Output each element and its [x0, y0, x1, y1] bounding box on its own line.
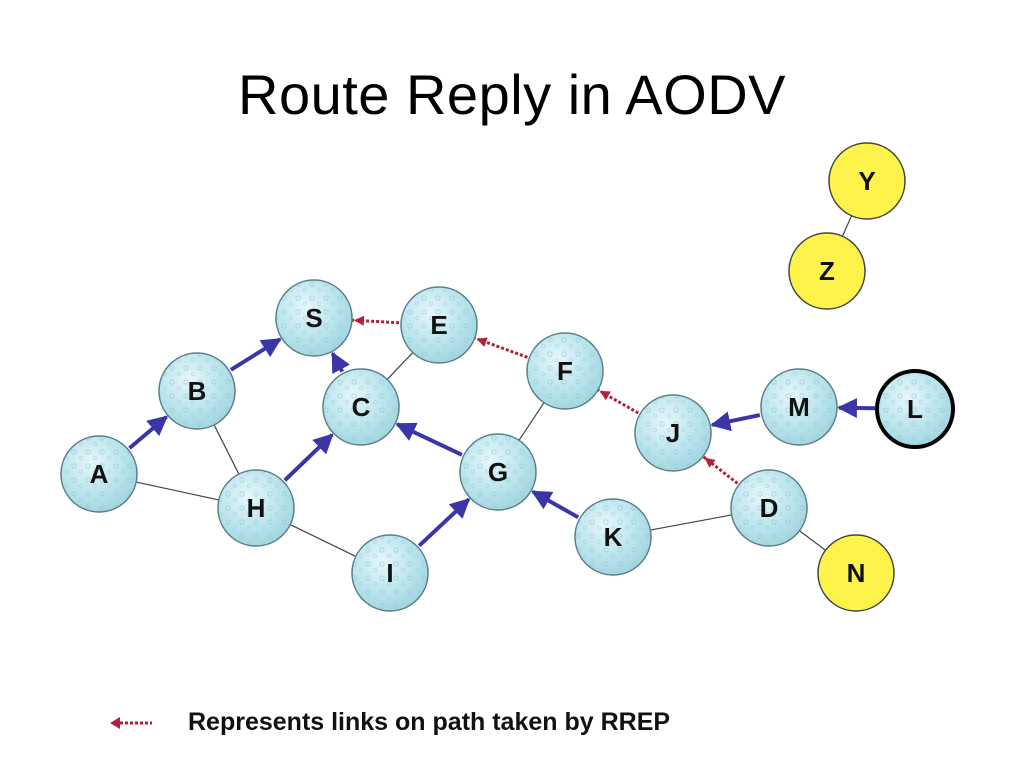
edge-b-s	[229, 337, 282, 372]
node-m: M	[760, 368, 838, 446]
node-k: K	[574, 498, 652, 576]
rrep-legend-icon	[110, 716, 152, 729]
edge-k-g	[531, 489, 580, 520]
node-f: F	[526, 332, 604, 410]
edge-y-z	[841, 215, 853, 237]
node-n: N	[817, 534, 895, 612]
edge-c-s	[330, 351, 350, 374]
edge-e-s	[351, 315, 400, 326]
node-label: K	[604, 522, 623, 552]
node-label: G	[488, 457, 508, 487]
rrep-legend-arrow	[110, 716, 152, 729]
node-label: C	[352, 392, 371, 422]
node-g: G	[459, 433, 537, 511]
node-label: N	[847, 558, 866, 588]
node-label: Z	[819, 256, 835, 286]
node-label: E	[430, 310, 447, 340]
edge-h-c	[283, 433, 334, 482]
edge-h-i	[289, 524, 357, 557]
edge-layer	[128, 215, 876, 557]
node-label: Y	[858, 166, 875, 196]
edge-e-c	[386, 352, 414, 380]
node-label: S	[305, 303, 322, 333]
edge-k-d	[650, 514, 732, 531]
node-i: I	[351, 534, 429, 612]
node-label: B	[188, 376, 207, 406]
node-b: B	[158, 352, 236, 430]
node-label: I	[386, 558, 393, 588]
edge-l-m	[836, 398, 876, 418]
node-h: H	[217, 469, 295, 547]
node-layer: S E F B C A H I G K J D M L N Y Z	[60, 142, 955, 612]
edge-a-h	[136, 481, 219, 501]
edge-b-h	[213, 424, 240, 475]
edge-g-c	[395, 422, 463, 457]
edge-d-j	[702, 455, 739, 485]
node-s: S	[275, 279, 353, 357]
node-c: C	[322, 368, 400, 446]
edge-j-f	[597, 388, 640, 415]
node-label: A	[90, 459, 109, 489]
node-label: F	[557, 356, 573, 386]
legend-text: Represents links on path taken by RREP	[188, 708, 671, 736]
edge-f-e	[474, 336, 528, 359]
node-label: L	[907, 394, 923, 424]
node-label: H	[247, 493, 266, 523]
node-z: Z	[788, 232, 866, 310]
edge-a-b	[128, 415, 169, 450]
node-y: Y	[828, 142, 906, 220]
edge-m-j	[710, 411, 761, 432]
edge-d-n	[799, 530, 826, 551]
legend: Represents links on path taken by RREP	[108, 708, 670, 737]
node-a: A	[60, 435, 138, 513]
edge-f-g	[518, 402, 545, 441]
node-j: J	[634, 394, 712, 472]
slide-title: Route Reply in AODV	[238, 63, 786, 126]
node-label: D	[760, 493, 779, 523]
node-label: J	[666, 418, 680, 448]
node-label: M	[788, 392, 810, 422]
node-d: D	[730, 469, 808, 547]
node-e: E	[400, 286, 478, 364]
node-l: L	[875, 369, 955, 449]
edge-i-g	[417, 497, 471, 548]
